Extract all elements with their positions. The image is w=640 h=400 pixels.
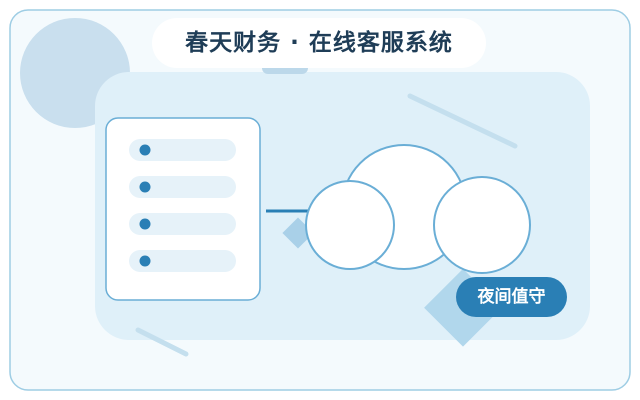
night-duty-badge-bg	[456, 277, 567, 317]
cloud-icon	[305, 144, 531, 274]
title-pill	[152, 18, 486, 68]
list-card-icon	[105, 117, 261, 301]
page-title: 春天财务 · 在线客服系统	[185, 30, 453, 56]
night-duty-badge: 夜间值守	[477, 287, 546, 307]
decorative-line-bottom	[135, 327, 189, 357]
decorative-line-top	[407, 93, 518, 149]
